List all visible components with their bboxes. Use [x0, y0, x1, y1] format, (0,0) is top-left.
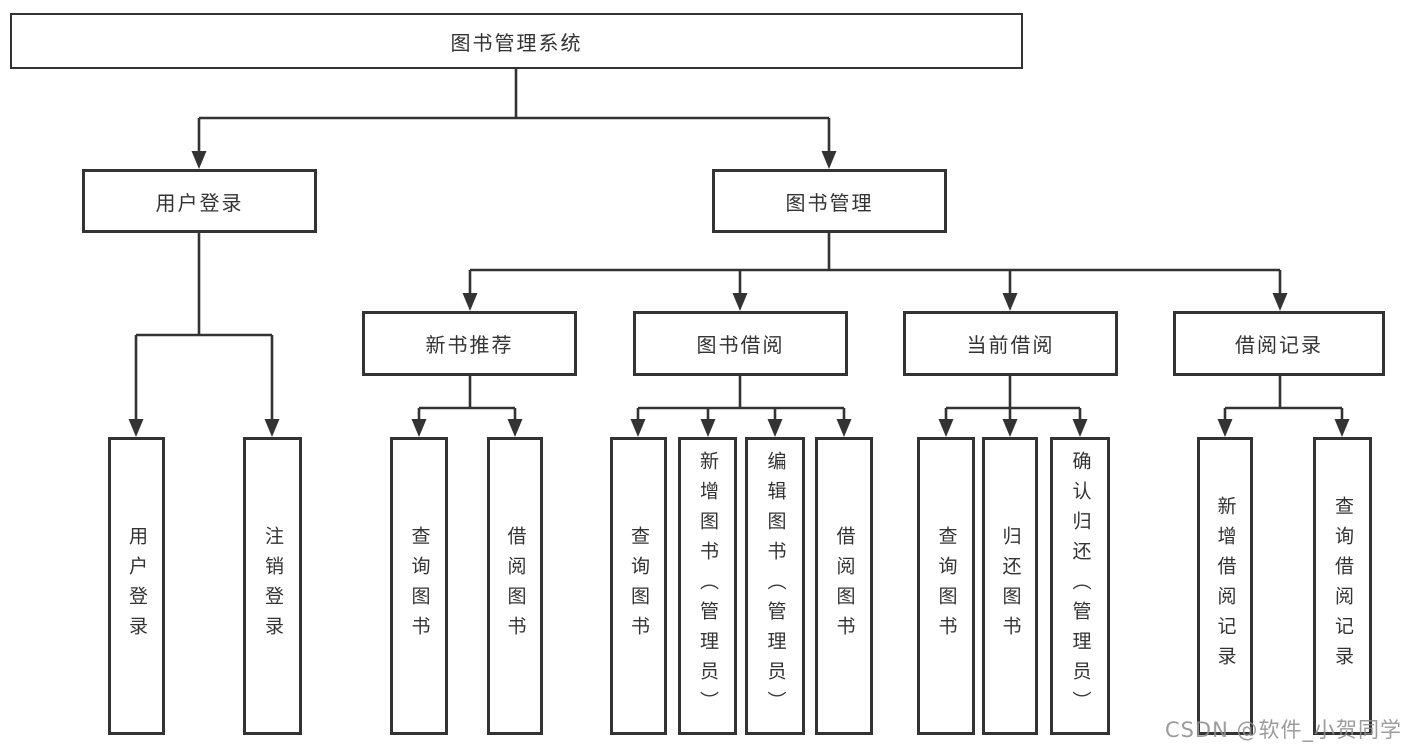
node-label: 查询图书	[628, 526, 650, 646]
node-borrow-records: 借阅记录	[1173, 311, 1385, 376]
node-label: 新增借阅记录	[1214, 496, 1237, 676]
arrowhead	[700, 419, 716, 437]
node-label: 编辑图书（管理员）	[764, 451, 787, 721]
node-leaf-add-books-admin: 新增图书（管理员）	[678, 437, 737, 735]
connector-path	[197, 69, 831, 156]
arrowhead	[191, 151, 207, 169]
node-leaf-logout: 注销登录	[243, 437, 302, 735]
node-label: 当前借阅	[966, 333, 1055, 357]
node-leaf-user-login: 用户登录	[108, 437, 165, 735]
connector-user-login-to-leaves	[128, 233, 280, 437]
arrowhead	[1002, 419, 1018, 437]
node-label: 图书借阅	[696, 333, 785, 357]
node-label: 借阅图书	[833, 526, 856, 646]
node-label: 查询图书	[935, 526, 958, 646]
node-leaf-confirm-return-admin: 确认归还（管理员）	[1050, 437, 1110, 735]
arrowhead	[411, 419, 427, 437]
arrowhead	[507, 419, 523, 437]
node-label: 图书管理系统	[450, 30, 583, 55]
node-leaf-query-books-recommend: 查询图书	[390, 437, 448, 735]
connector-path	[468, 233, 1282, 298]
arrowhead	[630, 419, 646, 437]
node-label: 注销登录	[262, 526, 284, 646]
node-leaf-query-borrow-record: 查询借阅记录	[1313, 437, 1372, 735]
arrowhead	[1272, 293, 1288, 311]
node-user-login: 用户登录	[82, 169, 317, 233]
connector-borrow-record-to-leaves	[1217, 376, 1350, 437]
connector-path	[944, 376, 1082, 424]
node-leaf-query-books-borrow: 查询图书	[610, 437, 667, 735]
connector-path	[636, 376, 846, 424]
node-label: 用户登录	[126, 526, 148, 646]
connector-path	[417, 376, 517, 424]
node-leaf-query-books-current: 查询图书	[917, 437, 975, 735]
node-label: 用户登录	[155, 190, 244, 215]
connector-path	[1223, 376, 1344, 424]
node-book-management: 图书管理	[712, 169, 947, 233]
connector-new-book-to-leaves	[411, 376, 523, 437]
arrowhead	[767, 419, 783, 437]
node-book-borrow: 图书借阅	[633, 311, 848, 376]
node-label: 查询借阅记录	[1332, 496, 1354, 676]
node-label: 新增图书（管理员）	[697, 451, 719, 721]
csdn-watermark: CSDN @软件_小贺同学	[1164, 718, 1402, 742]
arrowhead	[1002, 293, 1018, 311]
node-leaf-add-borrow-record: 新增借阅记录	[1197, 437, 1253, 735]
connector-book-borrow-to-leaves	[630, 376, 852, 437]
node-leaf-return-books: 归还图书	[982, 437, 1038, 735]
arrowhead	[1334, 419, 1350, 437]
arrowhead	[732, 293, 748, 311]
node-label: 图书管理	[785, 190, 874, 215]
node-label: 确认归还（管理员）	[1069, 451, 1092, 721]
node-label: 借阅记录	[1235, 333, 1323, 357]
node-leaf-borrow-books: 借阅图书	[815, 437, 873, 735]
connector-current-borrow-to-leaves	[938, 376, 1088, 437]
node-label: 新书推荐	[425, 333, 514, 357]
arrowhead	[821, 151, 837, 169]
arrowhead	[264, 419, 280, 437]
node-label: 借阅图书	[504, 526, 527, 646]
node-leaf-edit-books-admin: 编辑图书（管理员）	[745, 437, 805, 735]
arrowhead	[1217, 419, 1233, 437]
connector-path	[134, 233, 274, 424]
node-label: 查询图书	[408, 526, 431, 646]
connector-book-mgmt-to-level3	[462, 233, 1288, 311]
node-new-book-recommend: 新书推荐	[362, 311, 577, 376]
node-leaf-borrow-books-recommend: 借阅图书	[487, 437, 543, 735]
arrowhead	[462, 293, 478, 311]
node-label: 归还图书	[999, 526, 1022, 646]
arrowhead	[1072, 419, 1088, 437]
node-root-system: 图书管理系统	[10, 13, 1023, 69]
connector-root-to-level2	[191, 69, 837, 169]
arrowhead	[938, 419, 954, 437]
arrowhead	[128, 419, 144, 437]
arrowhead	[836, 419, 852, 437]
node-current-borrow: 当前借阅	[903, 311, 1118, 376]
